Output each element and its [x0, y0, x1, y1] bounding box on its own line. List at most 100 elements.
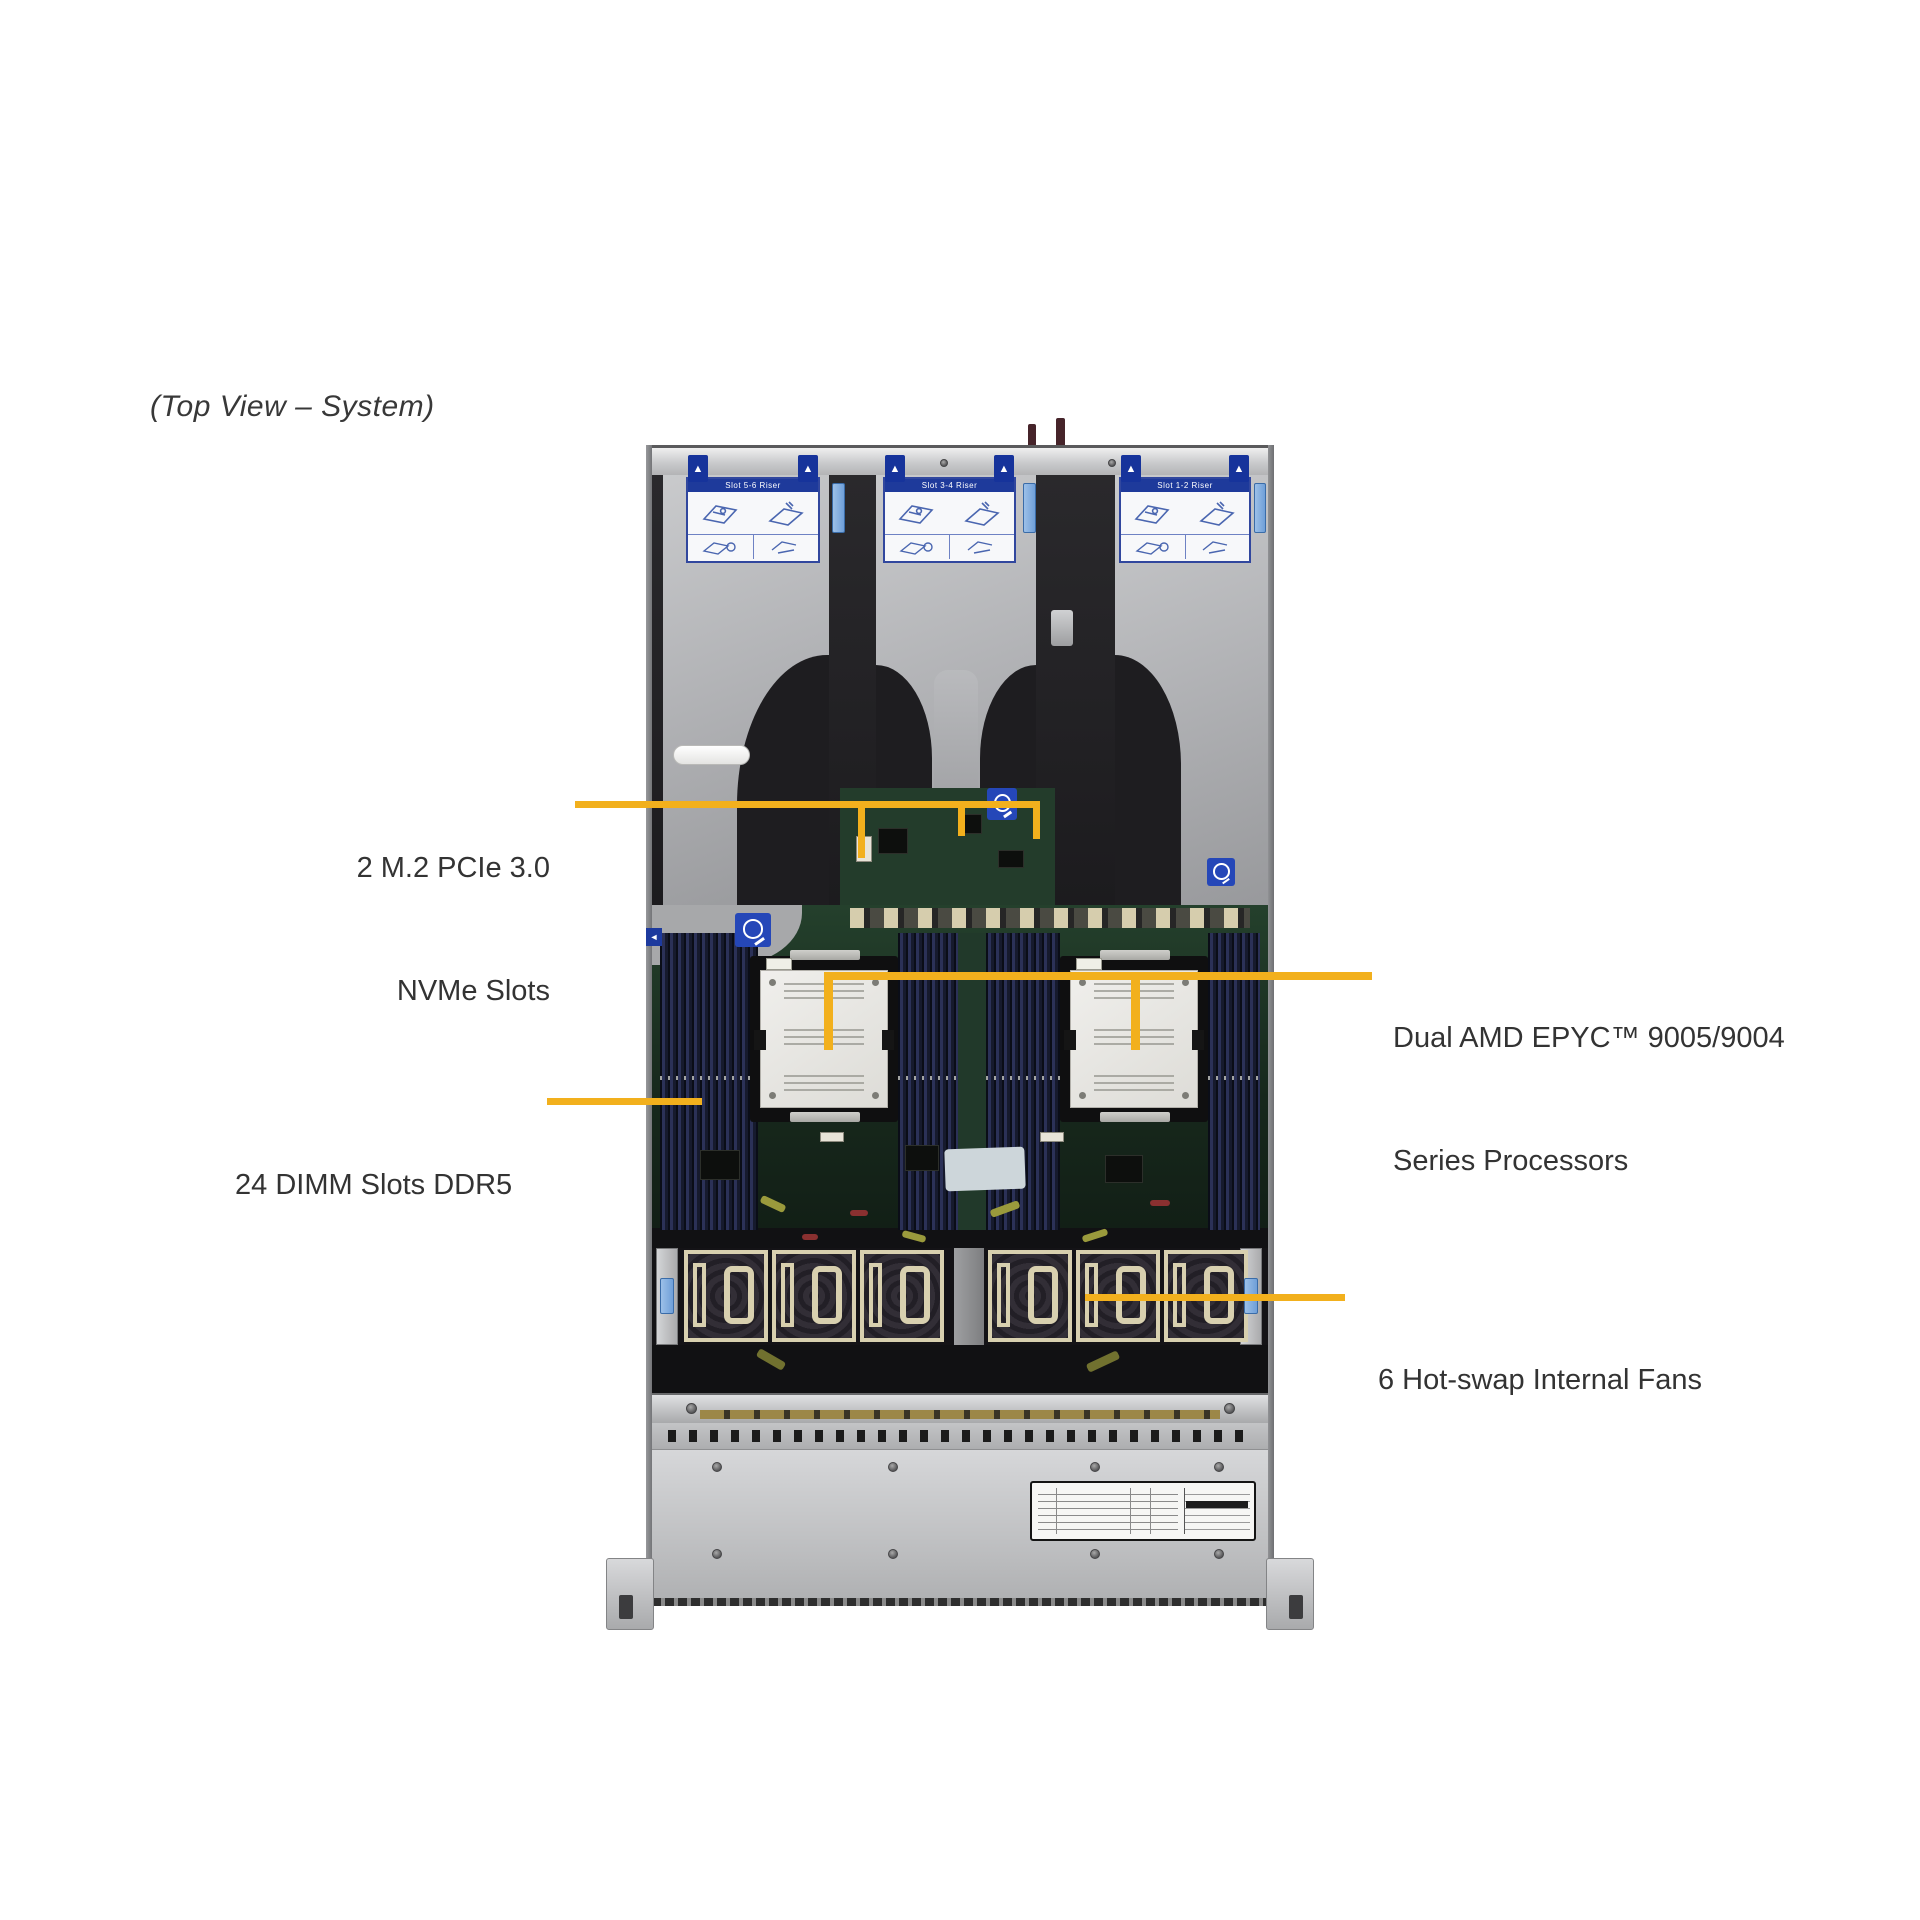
ear-slot: [619, 1595, 633, 1619]
heatsink-print: [783, 983, 865, 999]
screw: [1108, 459, 1116, 467]
chip: [998, 850, 1024, 868]
fan-handle: [1028, 1266, 1058, 1324]
shroud-handle: [673, 745, 750, 765]
heatsink-print: [783, 1029, 865, 1045]
board-connectors: [850, 908, 1250, 928]
warning-triangle-icon: ▲: [688, 455, 708, 482]
fan-latch: [997, 1263, 1010, 1327]
cable: [1085, 1350, 1121, 1373]
cable: [1081, 1228, 1109, 1243]
instruction-diagram: [752, 535, 819, 559]
instruction-diagram: [885, 535, 949, 559]
screw: [1214, 1549, 1224, 1559]
screw: [940, 459, 948, 467]
heatsink-print: [783, 1075, 865, 1091]
instruction-diagram: [753, 492, 818, 534]
warning-triangle-icon: ▲: [798, 455, 818, 482]
callout-line-m2: [575, 801, 1040, 808]
screw: [712, 1462, 722, 1472]
callout-line-m2-drop: [958, 806, 965, 836]
riser-latch: [1051, 610, 1073, 646]
screw: [1090, 1549, 1100, 1559]
fan-latch: [693, 1263, 706, 1327]
board-label: [944, 1146, 1026, 1192]
heatsink-clamp: [1100, 1112, 1170, 1122]
riser-label-title: Slot 3-4 Riser: [885, 479, 1014, 492]
riser-instruction-label-1: Slot 5-6 Riser: [686, 477, 820, 563]
cable-tray: [652, 1228, 1268, 1248]
callout-line-dimm: [547, 1098, 702, 1105]
warning-triangle-icon: ▲: [885, 455, 905, 482]
fan-handle: [812, 1266, 842, 1324]
spec-label-sticker: [1030, 1481, 1256, 1541]
instruction-diagram: [885, 492, 950, 534]
riser-instruction-label-3: Slot 1-2 Riser: [1119, 477, 1251, 563]
riser-instruction-label-2: Slot 3-4 Riser: [883, 477, 1016, 563]
fan-module-1: [684, 1250, 768, 1342]
heatsink-clamp: [1100, 950, 1170, 960]
chip: [700, 1150, 740, 1180]
screw: [1214, 1462, 1224, 1472]
warning-triangle-icon: ▲: [1229, 455, 1249, 482]
cpu-label-line2: Series Processors: [1393, 1145, 1629, 1177]
cable: [850, 1210, 868, 1216]
heatsink-print: [1093, 1075, 1175, 1091]
dimm-bank-left: [660, 933, 758, 1230]
cable: [802, 1234, 818, 1240]
instruction-diagram: [949, 535, 1014, 559]
riser-latch-tab: [1023, 483, 1036, 533]
board-header: [1040, 1132, 1064, 1142]
riser-label-title: Slot 5-6 Riser: [688, 479, 818, 492]
instruction-diagram: [1185, 492, 1249, 534]
callout-line-m2-drop: [858, 806, 865, 858]
warning-triangle-icon: ▲: [1121, 455, 1141, 482]
fan-module-4: [988, 1250, 1072, 1342]
chassis-left-wall: [646, 445, 653, 1601]
screw: [686, 1403, 697, 1414]
screw: [1090, 1462, 1100, 1472]
chip: [905, 1145, 939, 1171]
callout-label-dimm: 24 DIMM Slots DDR5: [235, 1083, 555, 1288]
vent-holes: [668, 1430, 1248, 1442]
callout-line-fans: [1085, 1294, 1345, 1301]
heatsink-clamp: [790, 950, 860, 960]
cable: [901, 1230, 927, 1243]
chassis-top-rim: [652, 445, 1268, 475]
fan-module-3: [860, 1250, 944, 1342]
callout-line-cpu: [824, 972, 1372, 980]
riser-latch-tab: [832, 483, 845, 533]
heatsink-clamp: [790, 1112, 860, 1122]
socket-tag: [1076, 958, 1102, 970]
panel-cutout: [1115, 655, 1181, 905]
callout-line-cpu-drop: [1131, 978, 1140, 1050]
riser-latch-tab: [1254, 483, 1266, 533]
triangle-glyph: ▲: [802, 462, 814, 475]
dimm-label-text: 24 DIMM Slots DDR5: [235, 1169, 513, 1201]
chassis-right-wall: [1267, 445, 1274, 1601]
screw: [1224, 1403, 1235, 1414]
screw: [888, 1549, 898, 1559]
triangle-glyph: ▲: [889, 462, 901, 475]
callout-line-m2-drop: [1033, 801, 1040, 839]
fan-handle: [724, 1266, 754, 1324]
arrow-glyph: ◄: [649, 932, 659, 942]
page-title: (Top View – System): [150, 390, 435, 423]
vent-row: [652, 1423, 1268, 1449]
spec-side-box: [1184, 1488, 1250, 1534]
instruction-diagram: [950, 492, 1015, 534]
callout-line-cpu-drop: [824, 978, 833, 1050]
cpu-label-line1: Dual AMD EPYC™ 9005/9004: [1393, 1022, 1785, 1054]
dimm-bank-right: [1208, 933, 1260, 1230]
ear-slot: [1289, 1595, 1303, 1619]
service-sticker-icon: [735, 913, 771, 947]
chassis-pin: [1028, 424, 1036, 448]
fan-handle: [900, 1266, 930, 1324]
callout-label-fans: 6 Hot-swap Internal Fans: [1378, 1278, 1778, 1483]
triangle-glyph: ▲: [998, 462, 1010, 475]
instruction-diagram: [1121, 492, 1185, 534]
triangle-glyph: ▲: [1125, 462, 1137, 475]
rack-ear-right: [1266, 1558, 1314, 1630]
fan-latch: [869, 1263, 882, 1327]
